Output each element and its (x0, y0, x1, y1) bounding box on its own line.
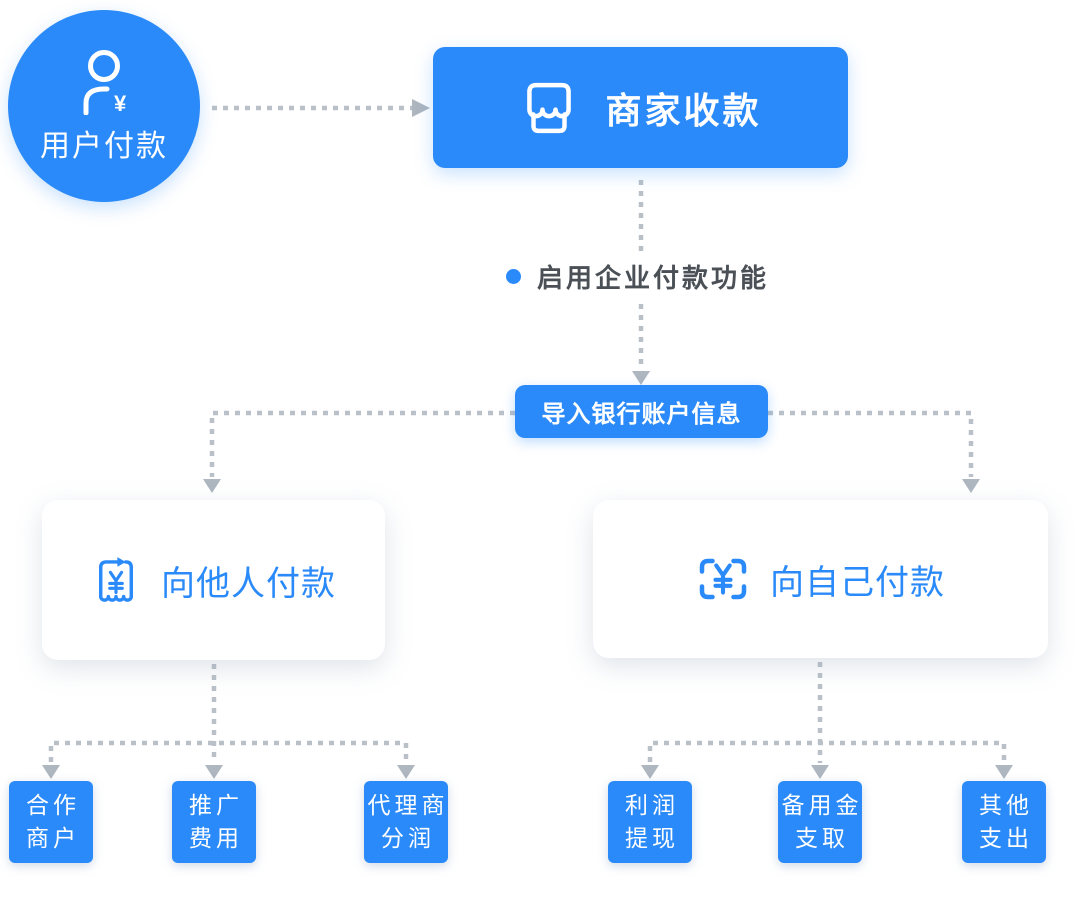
annotation-label: 启用企业付款功能 (537, 262, 770, 293)
node-label: 导入银行账户信息 (541, 401, 742, 428)
node-pay-self: 向自己付款 (593, 500, 1048, 658)
node-label: 商家收款 (605, 89, 762, 131)
blue-dot-icon (506, 268, 521, 284)
leaf-label-line: 商户 (26, 825, 80, 851)
leaf-promotion-fee: 推广 费用 (172, 781, 256, 863)
node-label: 向自己付款 (770, 563, 945, 602)
node-import-bank-info: 导入银行账户信息 (515, 385, 768, 438)
leaf-label-line: 推广 (189, 792, 243, 818)
leaf-label-line: 支出 (979, 825, 1033, 851)
leaf-label-line: 支取 (795, 825, 849, 851)
leaf-profit-withdraw: 利润 提现 (608, 781, 692, 863)
leaf-label-line: 分润 (381, 825, 435, 851)
node-label: 向他人付款 (161, 564, 336, 603)
user-yen-icon: ¥ (83, 50, 127, 115)
node-merchant-receive: 商家收款 (433, 47, 848, 168)
receipt-yen-icon (98, 557, 134, 602)
annotation-enable-feature: 启用企业付款功能 (506, 256, 769, 296)
leaf-reserve-fund-withdraw: 备用金 支取 (778, 781, 862, 863)
leaf-label-line: 提现 (625, 825, 679, 851)
node-user-payment: ¥ 用户付款 (8, 10, 200, 202)
leaf-label-line: 其他 (979, 792, 1033, 818)
node-label: 用户付款 (40, 130, 168, 163)
leaf-label-line: 备用金 (781, 792, 863, 818)
scan-yen-icon (699, 558, 747, 600)
node-pay-others: 向他人付款 (42, 500, 385, 660)
leaf-label-line: 利润 (625, 792, 679, 818)
leaf-label-line: 代理商 (367, 792, 449, 818)
leaf-label-line: 合作 (26, 792, 80, 818)
leaf-other-expense: 其他 支出 (962, 781, 1046, 863)
leaf-label-line: 费用 (189, 825, 243, 851)
leaf-partner-merchant: 合作 商户 (9, 781, 93, 863)
storefront-icon (527, 82, 572, 133)
leaf-agent-profit-share: 代理商 分润 (364, 781, 448, 863)
svg-text:¥: ¥ (114, 91, 127, 115)
